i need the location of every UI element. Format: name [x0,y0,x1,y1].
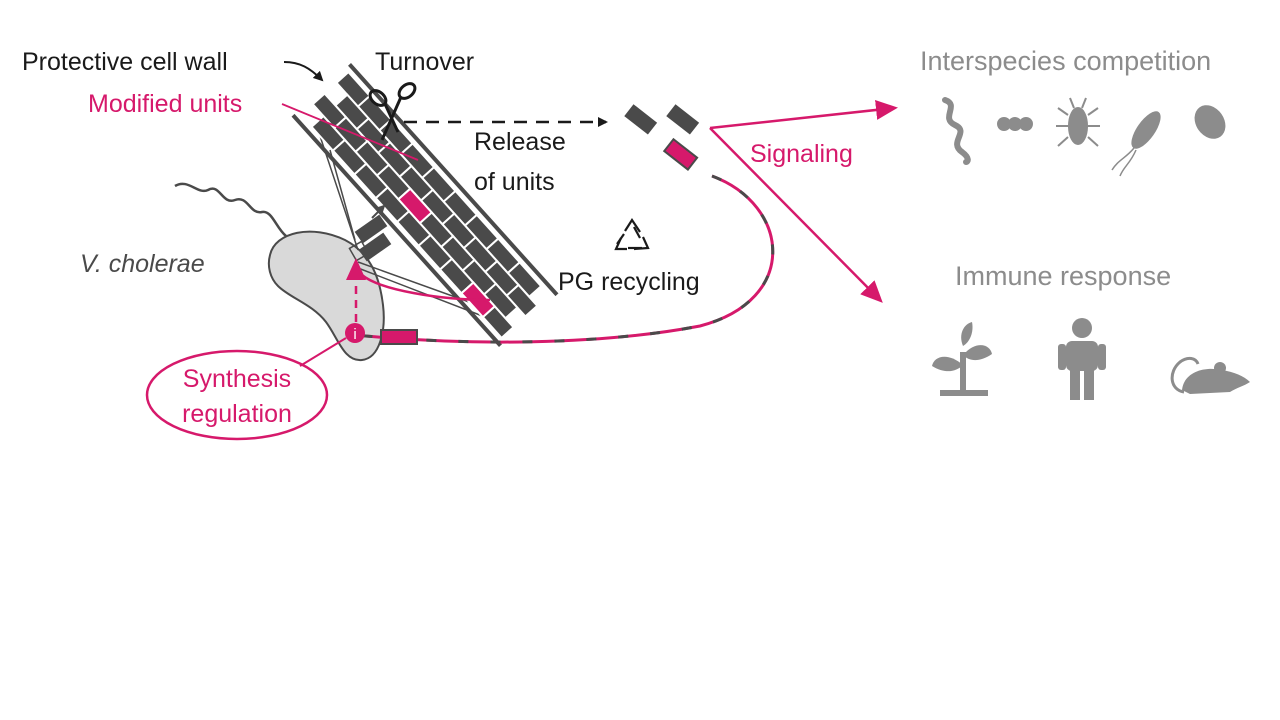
modified-units-pointer [281,103,419,161]
signaling-arrow-interspecies [709,100,898,130]
organism-label: V. cholerae [80,250,205,278]
synthesis-pointer [299,337,347,367]
cell-wall-label: Protective cell wall [22,48,228,76]
synthesis-callout [145,349,329,441]
cell-wall [291,63,559,347]
scissors-icon [368,82,417,141]
cell-wall-pointer [283,61,324,82]
new-unit-2 [358,232,392,262]
new-unit-1 [354,214,388,244]
flagellum [174,182,287,237]
insect-icon [1056,97,1100,147]
info-marker-label: i [353,326,356,343]
streptococcus-icon [997,117,1033,131]
release-label-line2: of units [474,168,555,196]
human-icon [1058,318,1106,400]
recycle-icon [614,217,650,251]
mouse-icon [1170,356,1250,394]
signaling-label: Signaling [750,140,853,168]
released-units [624,104,700,171]
recycling-loop-overlay [354,174,775,344]
intracellular-unit [380,329,418,345]
interspecies-label: Interspecies competition [920,46,1211,76]
immune-label: Immune response [955,261,1171,291]
spirillum-icon [942,97,971,165]
turnover-label: Turnover [375,48,474,76]
yeast-icon [1194,105,1226,139]
interspecies-icons [942,97,1226,177]
plant-icon [932,322,992,396]
modified-units-label: Modified units [88,90,242,118]
modified-unit-1 [396,187,434,225]
pg-recycling-label: PG recycling [558,268,700,296]
recycling-loop-upper [361,274,491,302]
synthesis-label-line1: Synthesis [183,365,291,393]
synthesis-label-line2: regulation [182,400,292,428]
info-marker-icon [345,323,365,343]
export-arrow [371,204,386,219]
release-label-line1: Release [474,128,566,156]
flagellated-bacterium-icon [1111,111,1161,177]
immune-icons [932,318,1250,400]
signaling-arrow-immune [709,127,883,303]
